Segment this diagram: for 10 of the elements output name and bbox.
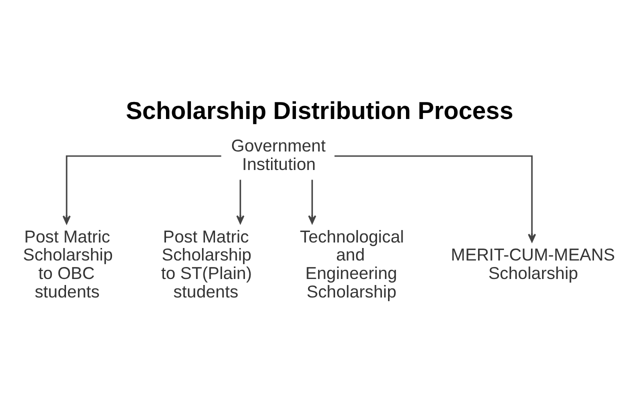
node-text: MERIT-CUM-MEANS Scholarship [450, 244, 615, 283]
node-text: Post Matric Scholarship to OBC students [23, 226, 113, 302]
arrow [62, 154, 222, 224]
arrow [236, 179, 244, 224]
arrow [308, 179, 316, 224]
node-text: Technological and Engineering Scholarship [300, 226, 404, 302]
arrow [334, 154, 536, 242]
diagram-title: Scholarship Distribution Process [126, 98, 514, 125]
node-text: Post Matric Scholarship to ST(Plain) students [161, 226, 252, 302]
node-text: Government Institution [231, 134, 326, 174]
